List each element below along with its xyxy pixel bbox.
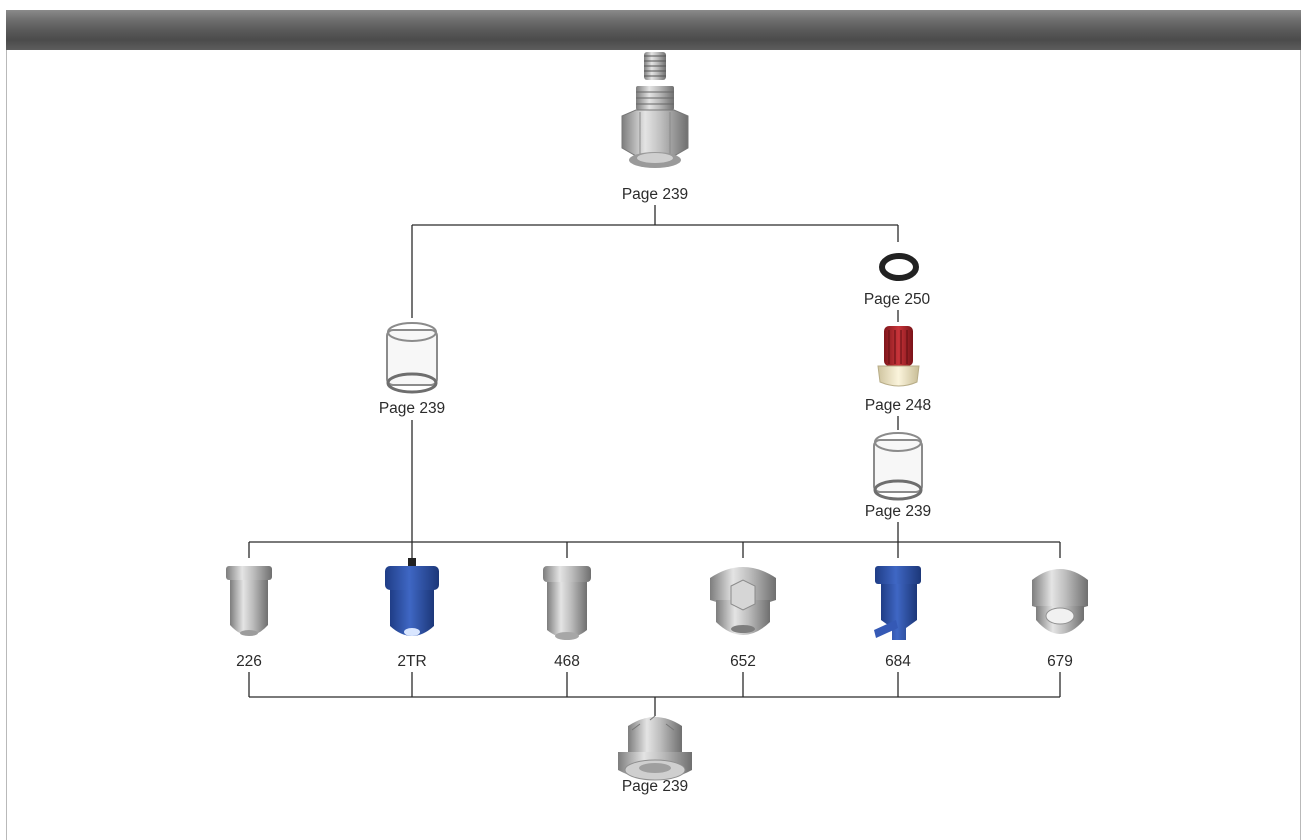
gasket-page-label: Page 250 (863, 291, 931, 308)
threaded-stem-icon (644, 52, 666, 80)
boom-pipe (6, 10, 1301, 50)
cap-left-page-label: Page 239 (378, 400, 446, 417)
strainer-page-label: Page 248 (864, 397, 932, 414)
tip-652-label: 652 (730, 653, 756, 670)
strainer-icon (877, 326, 920, 387)
clear-cap-right-icon (873, 432, 923, 501)
gasket-icon (879, 253, 919, 281)
body-page-label: Page 239 (621, 186, 689, 203)
tip-468-label: 468 (554, 653, 580, 670)
tip-679-label: 679 (1047, 653, 1073, 670)
nozzle-body-icon (621, 86, 689, 168)
diagram-frame (6, 10, 1301, 840)
tip-679-icon (1032, 569, 1088, 634)
clear-cap-left-icon (386, 322, 438, 394)
tip-2tr-label: 2TR (397, 653, 427, 670)
tip-684-label: 684 (885, 653, 911, 670)
tip-226-icon (226, 566, 272, 636)
tip-684-icon (874, 566, 921, 640)
tip-652-icon (710, 567, 776, 635)
tip-468-icon (543, 566, 591, 640)
cap-right-page-label: Page 239 (864, 503, 932, 520)
retainer-page-label: Page 239 (621, 778, 689, 795)
tip-226-label: 226 (236, 653, 262, 670)
retainer-cap-icon (618, 715, 692, 781)
tip-2tr-icon (385, 558, 439, 636)
